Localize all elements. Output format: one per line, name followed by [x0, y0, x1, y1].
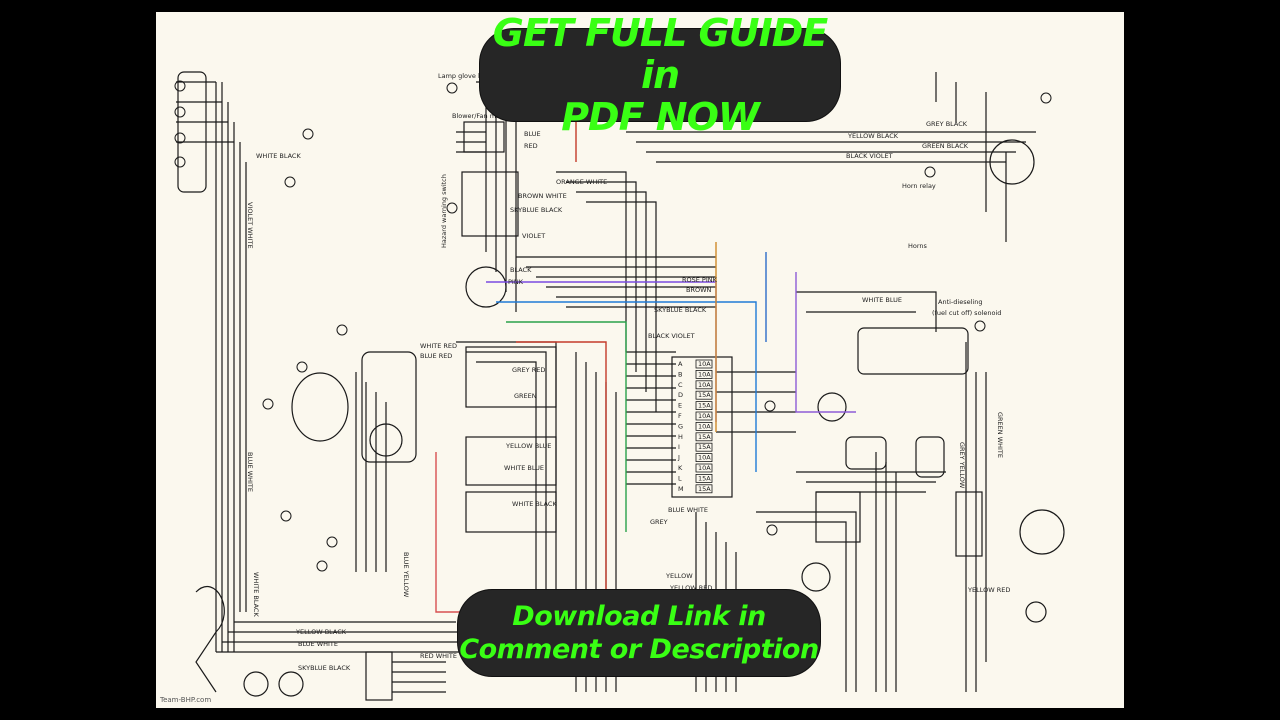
wire-label-l24: YELLOW RED: [669, 584, 712, 592]
fuse-letter: D: [678, 391, 683, 399]
fuse-slot: [695, 369, 713, 379]
wire-label-l02: VIOLET WHITE: [246, 202, 254, 249]
banner-bottom-line2: Comment or Description: [459, 634, 819, 665]
wire-label-l12: BROWN: [686, 286, 712, 294]
wire-label-l40: RED WHITE: [420, 652, 457, 660]
wire-label-l33: WHITE BLUE: [862, 296, 902, 304]
wire-label-l18: GREEN: [514, 392, 537, 400]
fuse-rating: 10A: [698, 370, 711, 378]
wire-label-l32: BLACK VIOLET: [846, 152, 893, 160]
fuse-rating: 10A: [698, 360, 711, 368]
fuse-letter: L: [678, 474, 682, 482]
fuse-rating: 10A: [698, 412, 711, 420]
wire-label-l38: BLUE WHITE: [246, 452, 254, 492]
fuse-letter: K: [678, 464, 683, 472]
download-link-banner[interactable]: Download Link in Comment or Description: [458, 590, 820, 676]
fuse-letter: E: [678, 402, 682, 410]
wire-label-l17: GREY RED: [512, 366, 545, 374]
fuse-letter: I: [678, 443, 680, 451]
fuse-rating: 10A: [698, 422, 711, 430]
wire-label-l39: WHITE BLACK: [252, 572, 260, 617]
wire-label-l08: VIOLET: [522, 232, 545, 240]
fuse-rating: 15A: [698, 433, 711, 441]
wire-label-l28: SKYBLUE BLACK: [298, 664, 351, 672]
fuse-letter: G: [678, 422, 683, 430]
wire-label-l03: BLUE: [524, 130, 541, 138]
wire-label-l26: YELLOW: [665, 572, 693, 580]
fuse-letter: J: [677, 454, 680, 462]
banner-top-line2: PDF NOW: [561, 95, 760, 139]
component-label-blower-fan-motor-switch: Blower/Fan motor switch: [452, 112, 532, 120]
fuse-letter: M: [678, 485, 684, 493]
wire-label-l37: BLUE YELLOW: [402, 552, 410, 598]
wire-label-l21: WHITE BLACK: [512, 500, 557, 508]
fuse-slot: [695, 380, 713, 390]
fuse-letter: F: [678, 412, 682, 420]
fuse-slot: [695, 453, 713, 463]
wire-label-l13: SKYBLUE BLACK: [654, 306, 707, 314]
banner-bottom-line1: Download Link in: [512, 601, 766, 632]
fuse-rating: 15A: [698, 474, 711, 482]
wire-label-l09: BLACK: [510, 266, 532, 274]
fuse-rating: 10A: [698, 381, 711, 389]
wire-label-l27: BLUE WHITE: [298, 640, 338, 648]
wire-label-l23: GREY: [650, 518, 668, 526]
fuse-letter: H: [678, 433, 683, 441]
wire-label-l30: YELLOW BLACK: [847, 132, 899, 140]
fuse-rating: 10A: [698, 464, 711, 472]
wire-label-l15: WHITE RED: [420, 342, 457, 350]
fuse-rating: 15A: [698, 443, 711, 451]
wire-label-l31: GREEN BLACK: [922, 142, 969, 150]
wire-label-l01: WHITE BLACK: [256, 152, 301, 160]
watermark-credit: Team-BHP.com: [160, 696, 212, 704]
fuse-slot: [695, 442, 713, 452]
wire-label-l20: WHITE BLUE: [504, 464, 544, 472]
fuse-slot: [695, 421, 713, 431]
fuse-slot: [695, 473, 713, 483]
wire-label-l36: YELLOW RED: [967, 586, 1010, 594]
component-label-hazard-warning-switch: Hazard warning switch: [440, 174, 448, 248]
component-label-anti-dieseling: Anti-dieseling: [938, 298, 982, 306]
fuse-letter: B: [678, 370, 682, 378]
fuse-letter: C: [678, 381, 683, 389]
fuse-slot: [695, 359, 713, 369]
fuse-slot: [695, 432, 713, 442]
wire-label-l29: GREY BLACK: [926, 120, 968, 128]
wire-label-l25: YELLOW BLACK: [295, 628, 347, 636]
fuse-box: A 10A B 10A C 10A D 15A E 15A F 10A G 10A H 15A I 15A J 10A…: [677, 359, 713, 494]
wire-label-l16: BLUE RED: [420, 352, 452, 360]
fuse-slot: [695, 390, 713, 400]
wire-label-l35: GREY YELLOW: [958, 442, 966, 489]
wire-label-l19: YELLOW BLUE: [505, 442, 551, 450]
wire-label-l22: BLUE WHITE: [668, 506, 708, 514]
component-label-fuel-cut-off: (fuel cut off) solenoid: [932, 309, 1001, 317]
wire-label-l07: SKYBLUE BLACK: [510, 206, 563, 214]
wire-label-l34: GREEN WHITE: [996, 412, 1004, 458]
get-full-guide-banner[interactable]: GET FULL GUIDE in PDF NOW: [480, 12, 840, 138]
wire-label-l05: ORANGE WHITE: [556, 178, 607, 186]
component-label-horns: Horns: [908, 242, 928, 250]
wire-label-l06: BROWN WHITE: [518, 192, 567, 200]
wire-label-l04: RED: [524, 142, 538, 150]
fuse-slot: [695, 401, 713, 411]
wire-label-l14: BLACK VIOLET: [648, 332, 695, 340]
fuse-slot: [695, 463, 713, 473]
wire-label-l11: ROSE PINK: [682, 276, 718, 284]
component-label-horn-relay: Horn relay: [902, 182, 936, 190]
fuse-slot: [695, 484, 713, 494]
wiring-diagram: A 10A B 10A C 10A D 15A E 15A F 10A G 10A H 15A I 15A J 10A…: [174, 71, 1065, 701]
fuse-rating: 15A: [698, 485, 711, 493]
fuse-slot: [695, 411, 713, 421]
banner-top-line1: GET FULL GUIDE in: [492, 11, 828, 97]
fuse-rating: 15A: [698, 402, 711, 410]
fuse-rating: 10A: [698, 454, 711, 462]
component-label-lamp-glove-box: Lamp glove box: [438, 72, 490, 80]
fuse-rating: 15A: [698, 391, 711, 399]
wire-label-l10: PINK: [508, 278, 524, 286]
fuse-letter: A: [678, 360, 683, 368]
